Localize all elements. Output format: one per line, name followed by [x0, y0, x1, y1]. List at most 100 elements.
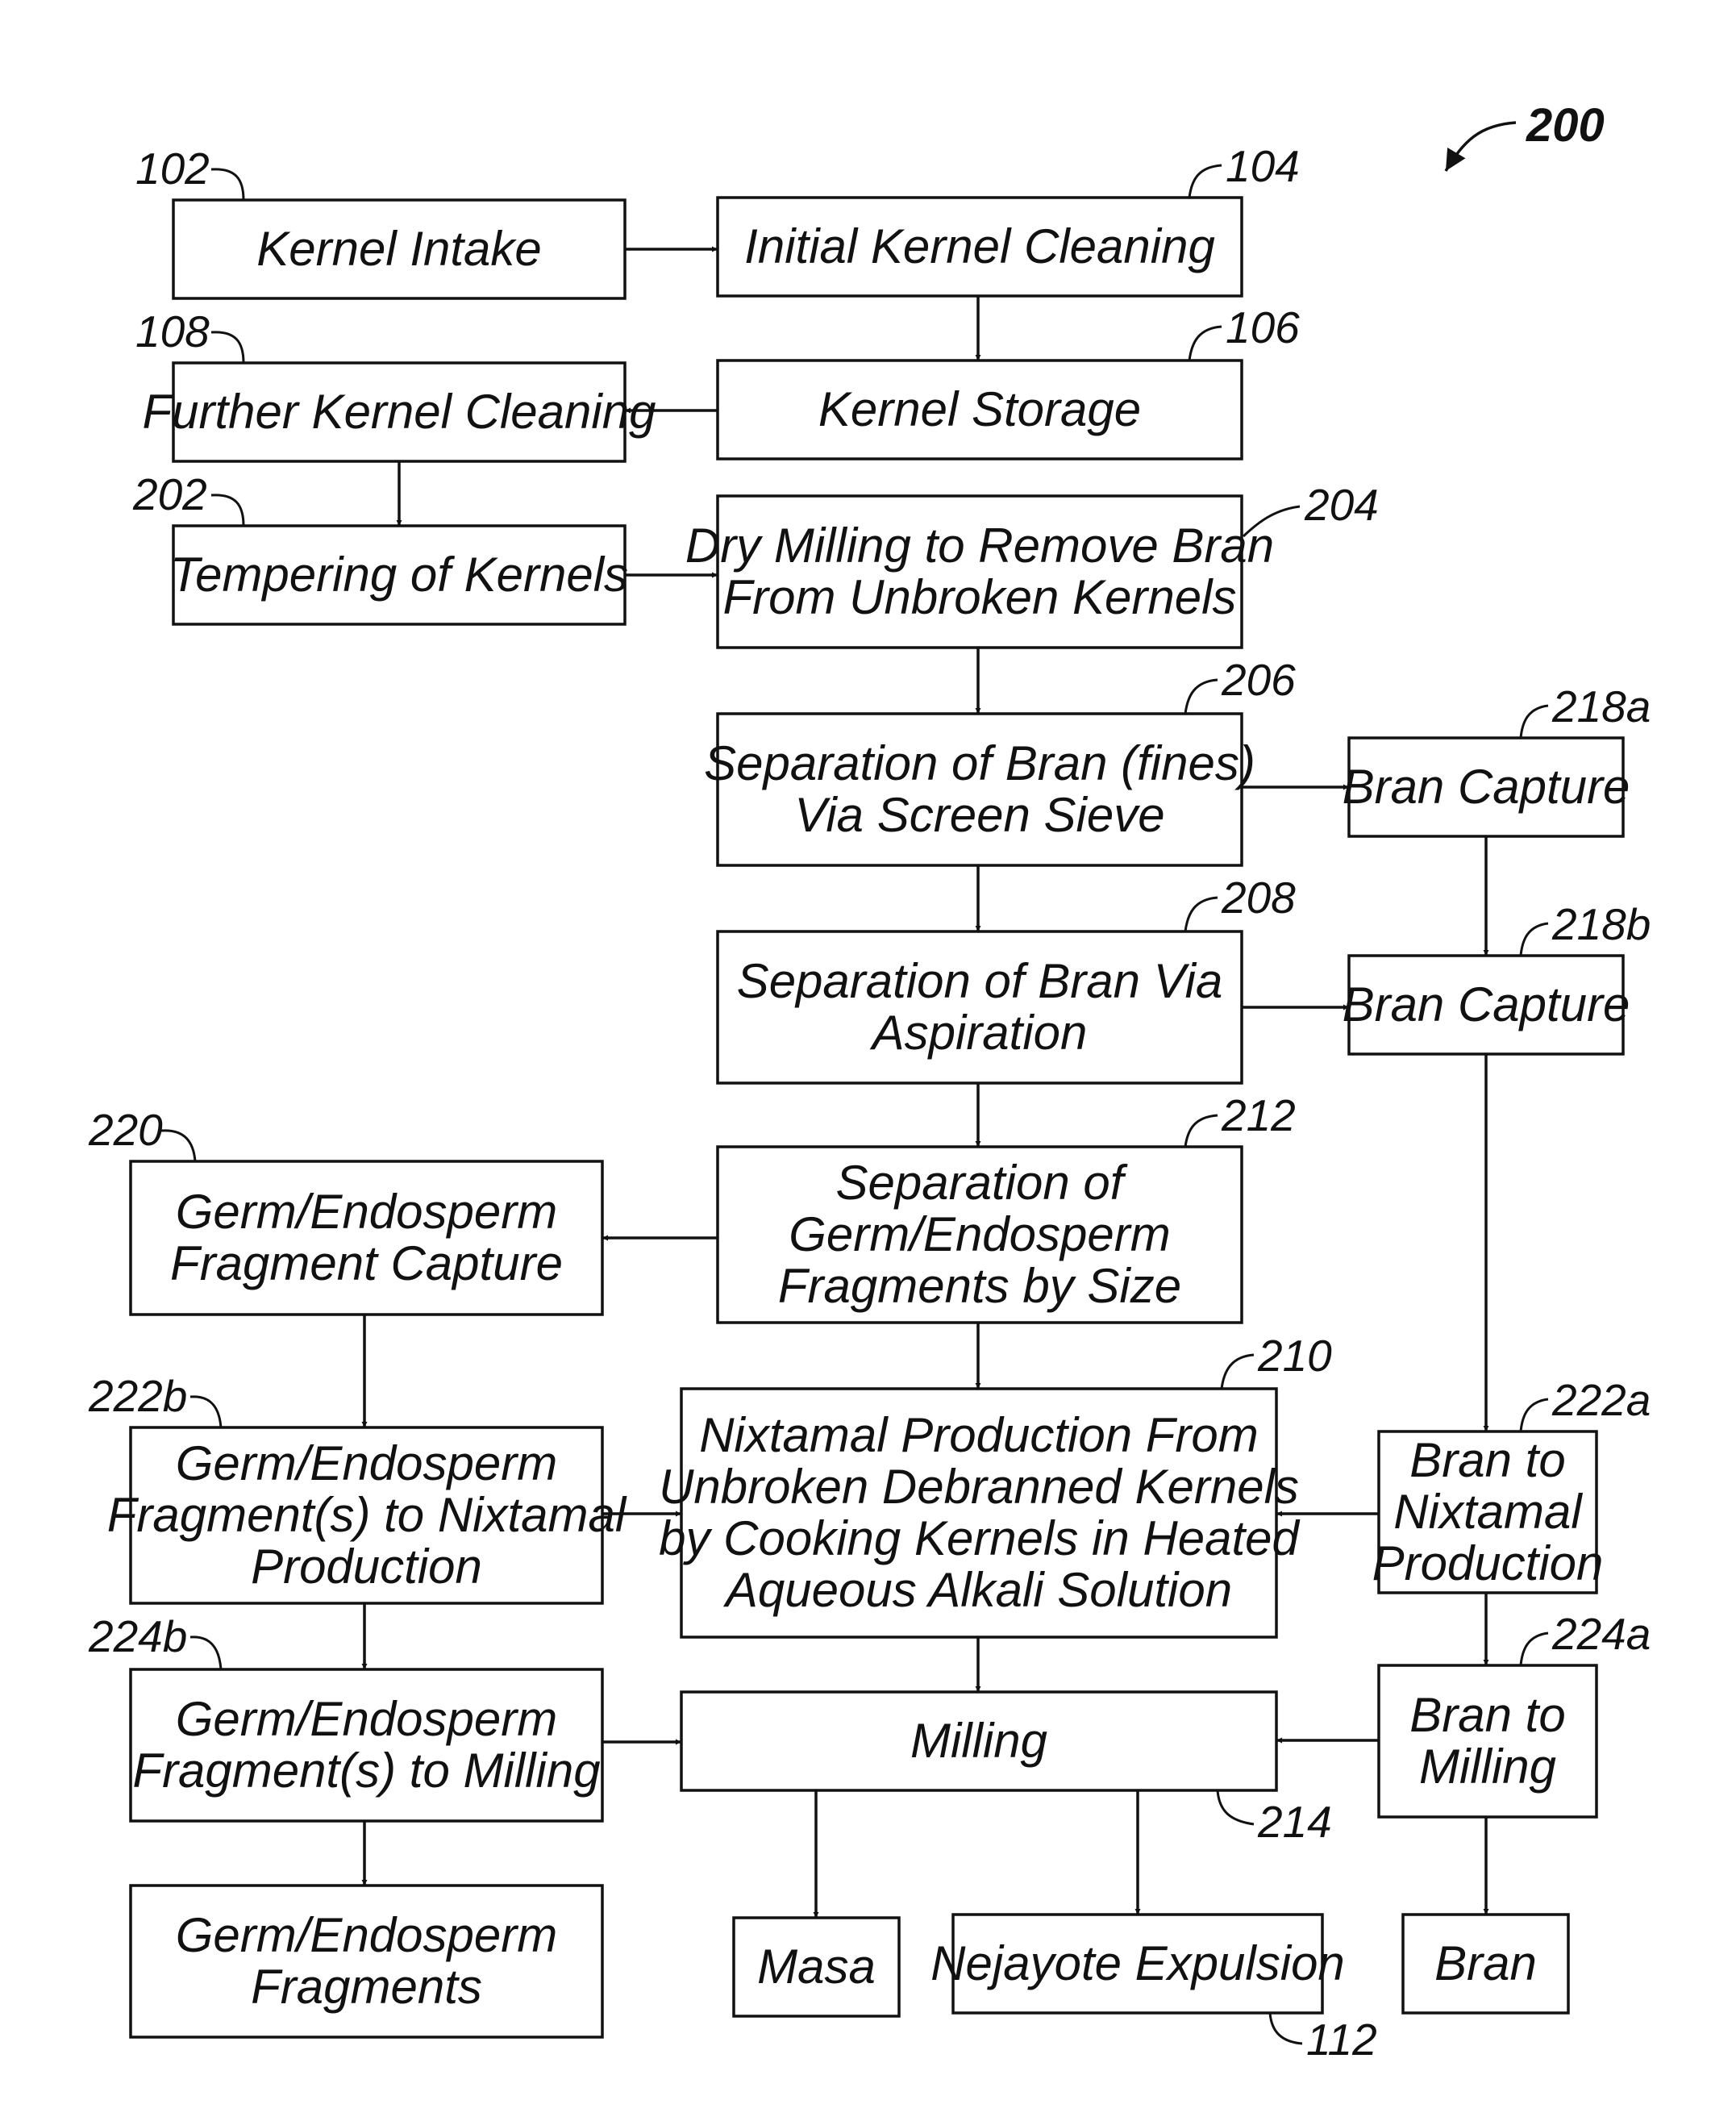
box-nejayote-expulsion: Nejayote Expulsion	[930, 1915, 1345, 2013]
box-text-line: Fragment(s) to Milling	[132, 1744, 600, 1798]
box-bran-to-milling: Bran toMilling	[1379, 1665, 1597, 1817]
ref-leader-germ-capture	[161, 1131, 195, 1161]
box-text-line: Fragments by Size	[778, 1259, 1181, 1313]
ref-leader-initial-cleaning	[1189, 165, 1222, 198]
ref-label-size-separation: 212	[1221, 1090, 1296, 1140]
box-text-line: Tempering of Kernels	[170, 548, 628, 602]
ref-label-nejayote: 112	[1306, 2015, 1377, 2065]
box-dry-milling-text: Dry Milling to Remove BranFrom Unbroken …	[685, 519, 1274, 624]
ref-leader-tempering	[211, 495, 244, 526]
box-text-line: Germ/Endosperm	[176, 1908, 558, 1962]
box-separation-by-size: Separation ofGerm/EndospermFragments by …	[718, 1147, 1242, 1323]
box-text-line: Separation of Bran Via	[737, 954, 1223, 1008]
box-bran: Bran	[1403, 1915, 1568, 2013]
ref-label-tempering: 202	[132, 469, 207, 519]
box-text-line: Further Kernel Cleaning	[142, 385, 656, 439]
box-nixtamal-production-text: Nixtamal Production FromUnbroken Debrann…	[659, 1408, 1300, 1617]
box-text-line: Nixtamal Production From	[699, 1408, 1259, 1462]
box-separation-screen-sieve: Separation of Bran (fines)Via Screen Sie…	[704, 714, 1255, 865]
ref-leader-germ-milling	[190, 1637, 221, 1669]
box-kernel-storage: Kernel Storage	[718, 360, 1242, 459]
box-bran-capture-b: Bran Capture	[1343, 956, 1630, 1054]
ref-label-further-cleaning: 108	[135, 306, 210, 356]
box-separation-by-size-text: Separation ofGerm/EndospermFragments by …	[778, 1156, 1181, 1313]
ref-label-sieve: 206	[1221, 655, 1296, 705]
box-masa-text: Masa	[757, 1940, 876, 1994]
box-masa: Masa	[734, 1918, 899, 2016]
box-separation-aspiration: Separation of Bran ViaAspiration	[718, 931, 1242, 1083]
box-bran-capture-a: Bran Capture	[1343, 738, 1630, 836]
ref-leader-nixtamal	[1222, 1355, 1254, 1389]
box-text-line: Masa	[757, 1940, 876, 1994]
box-dry-milling: Dry Milling to Remove BranFrom Unbroken …	[685, 496, 1274, 648]
box-initial-kernel-cleaning-text: Initial Kernel Cleaning	[744, 219, 1215, 273]
ref-label-bran-capture-b: 218b	[1551, 899, 1651, 949]
figure-number: 200	[1526, 99, 1605, 152]
box-nejayote-expulsion-text: Nejayote Expulsion	[930, 1936, 1345, 1990]
box-text-line: by Cooking Kernels in Heated	[659, 1511, 1300, 1565]
box-text-line: Aspiration	[870, 1006, 1088, 1060]
box-bran-text: Bran	[1434, 1936, 1537, 1990]
box-tempering-of-kernels-text: Tempering of Kernels	[170, 548, 628, 602]
box-text-line: Production	[1372, 1536, 1604, 1590]
ref-leader-milling	[1218, 1790, 1254, 1824]
ref-leader-bran-nixtamal	[1521, 1399, 1548, 1431]
figure-pointer-arrow	[1446, 123, 1516, 171]
box-initial-kernel-cleaning: Initial Kernel Cleaning	[718, 198, 1242, 296]
box-text-line: Fragment(s) to Nixtamal	[107, 1488, 627, 1542]
ref-label-kernel-intake: 102	[135, 144, 210, 194]
ref-label-germ-milling: 224b	[88, 1611, 187, 1661]
ref-label-aspiration: 208	[1221, 873, 1296, 923]
ref-label-bran-nixtamal: 222a	[1551, 1375, 1651, 1425]
ref-label-initial-cleaning: 104	[1226, 141, 1300, 191]
box-bran-capture-b-text: Bran Capture	[1343, 977, 1630, 1031]
ref-label-nixtamal: 210	[1257, 1331, 1332, 1381]
box-text-line: Bran to	[1409, 1688, 1565, 1742]
box-text-line: Dry Milling to Remove Bran	[685, 519, 1274, 573]
box-germ-endosperm-fragments: Germ/EndospermFragments	[131, 1886, 602, 2037]
box-bran-to-milling-text: Bran toMilling	[1409, 1688, 1565, 1794]
box-text-line: From Unbroken Kernels	[723, 570, 1237, 624]
box-kernel-storage-text: Kernel Storage	[818, 382, 1141, 436]
box-germ-to-milling-text: Germ/EndospermFragment(s) to Milling	[132, 1692, 600, 1798]
box-text-line: Kernel Storage	[818, 382, 1141, 436]
box-text-line: Milling	[910, 1714, 1047, 1768]
box-text-line: Initial Kernel Cleaning	[744, 219, 1215, 273]
ref-label-dry-milling: 204	[1304, 480, 1379, 530]
box-text-line: Bran	[1434, 1936, 1537, 1990]
ref-leader-bran-milling	[1521, 1633, 1548, 1665]
box-text-line: Nejayote Expulsion	[930, 1936, 1345, 1990]
box-germ-to-nixtamal: Germ/EndospermFragment(s) to NixtamalPro…	[107, 1427, 627, 1603]
ref-leader-nejayote	[1270, 2013, 1302, 2044]
box-text-line: Aqueous Alkali Solution	[723, 1563, 1232, 1617]
box-nixtamal-production: Nixtamal Production FromUnbroken Debrann…	[659, 1389, 1300, 1637]
box-germ-fragment-capture: Germ/EndospermFragment Capture	[131, 1161, 602, 1315]
box-text-line: Fragment Capture	[170, 1236, 563, 1290]
box-milling: Milling	[681, 1692, 1276, 1790]
ref-label-germ-capture: 220	[88, 1105, 163, 1155]
ref-leader-bran-capture-b	[1521, 923, 1548, 956]
box-text-line: Bran Capture	[1343, 760, 1630, 814]
ref-label-bran-milling: 224a	[1551, 1609, 1651, 1659]
box-germ-fragment-capture-text: Germ/EndospermFragment Capture	[170, 1185, 563, 1290]
ref-leader-germ-nixtamal	[190, 1397, 221, 1427]
box-text-line: Germ/Endosperm	[176, 1692, 558, 1746]
box-text-line: Germ/Endosperm	[176, 1185, 558, 1239]
box-tempering-of-kernels: Tempering of Kernels	[170, 526, 628, 624]
box-text-line: Nixtamal	[1393, 1485, 1583, 1539]
box-text-line: Via Screen Sieve	[794, 788, 1164, 842]
box-further-kernel-cleaning: Further Kernel Cleaning	[142, 363, 656, 461]
box-text-line: Separation of	[836, 1156, 1128, 1210]
ref-label-bran-capture-a: 218a	[1551, 681, 1651, 731]
ref-label-germ-nixtamal: 222b	[88, 1371, 187, 1421]
box-text-line: Milling	[1419, 1740, 1556, 1794]
box-text-line: Bran to	[1409, 1433, 1565, 1487]
box-text-line: Production	[251, 1540, 482, 1594]
ref-leader-sieve	[1185, 680, 1218, 714]
box-text-line: Germ/Endosperm	[176, 1436, 558, 1490]
box-text-line: Germ/Endosperm	[789, 1207, 1171, 1261]
box-kernel-intake: Kernel Intake	[173, 200, 625, 298]
ref-leader-bran-capture-a	[1521, 706, 1548, 738]
box-kernel-intake-text: Kernel Intake	[256, 222, 542, 276]
